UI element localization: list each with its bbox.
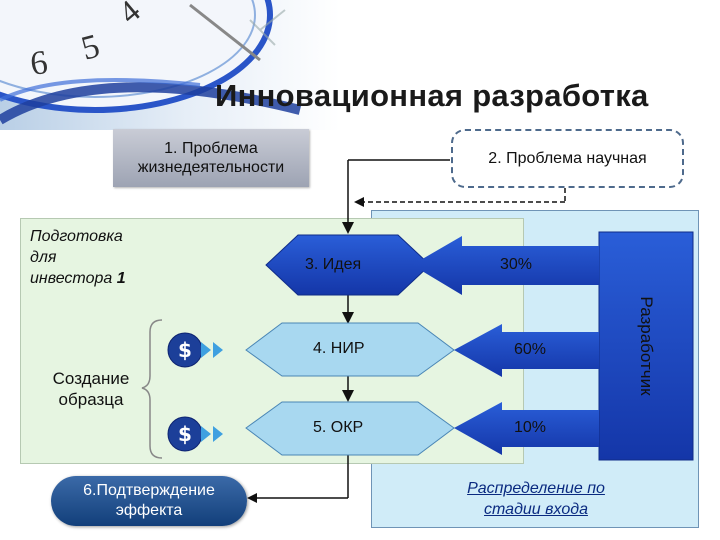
investor-prep-line1: Подготовка bbox=[30, 228, 123, 245]
svg-text:6: 6 bbox=[28, 44, 50, 83]
investor-prep-line2: для bbox=[30, 249, 57, 266]
percent-60-label: 60% bbox=[514, 341, 547, 358]
developer-bar bbox=[598, 231, 694, 461]
distribution-line1: Распределение по bbox=[467, 480, 605, 497]
confirmation-line1: 6.Подтверждение bbox=[83, 482, 215, 499]
clock-background-decoration: 6 5 4 bbox=[0, 0, 340, 130]
percent-10-label: 10% bbox=[514, 419, 547, 436]
problem-scientific-text: Проблема научная bbox=[506, 149, 647, 167]
developer-label-wrap: Разработчик bbox=[599, 232, 693, 460]
investor-prep-line3: инвестора bbox=[30, 270, 117, 287]
stage-nir-label: 4. НИР bbox=[313, 340, 365, 357]
problem-life-box: 1. Проблема жизнедеятельности bbox=[113, 129, 309, 187]
problem-life-number: 1. bbox=[164, 140, 178, 157]
svg-text:$: $ bbox=[178, 338, 192, 362]
problem-life-line1: Проблема bbox=[181, 140, 258, 157]
flow-line-problem1-to-idea bbox=[342, 159, 450, 234]
sample-creation-line1: Создание bbox=[52, 369, 130, 388]
stage-okr-label: 5. ОКР bbox=[313, 419, 364, 436]
arrow-idea-to-nir bbox=[342, 293, 354, 324]
confirmation-box: 6.Подтверждение эффекта bbox=[51, 476, 247, 526]
dashed-line-problem2-to-idea bbox=[354, 188, 566, 207]
investor-prep-label: Подготовка для инвестора 1 bbox=[30, 226, 126, 289]
distribution-line2: стадии входа bbox=[484, 501, 588, 518]
money-hand-icon: $ bbox=[165, 414, 237, 459]
flow-line-okr-to-confirmation bbox=[247, 455, 349, 503]
distribution-label: Распределение по стадии входа bbox=[436, 478, 636, 520]
svg-text:$: $ bbox=[178, 422, 192, 446]
arrow-30-percent bbox=[412, 236, 599, 295]
arrow-nir-to-okr bbox=[342, 376, 354, 402]
sample-creation-line2: образца bbox=[58, 390, 124, 409]
stage-idea-label: 3. Идея bbox=[305, 256, 362, 273]
page-title: Инновационная разработка bbox=[215, 78, 649, 113]
sample-creation-label: Создание образца bbox=[36, 368, 146, 410]
problem-life-line2: жизнедеятельности bbox=[137, 159, 285, 176]
money-hand-icon: $ bbox=[165, 330, 237, 375]
problem-scientific-number: 2. bbox=[488, 149, 502, 167]
arrow-10-percent bbox=[454, 402, 599, 455]
arrow-60-percent bbox=[454, 324, 599, 377]
developer-label: Разработчик bbox=[637, 296, 656, 396]
confirmation-line2: эффекта bbox=[115, 502, 183, 519]
creation-brace bbox=[141, 319, 163, 459]
percent-30-label: 30% bbox=[500, 256, 533, 273]
investor-prep-number: 1 bbox=[116, 270, 126, 287]
problem-scientific-box: 2. Проблема научная bbox=[451, 129, 684, 188]
